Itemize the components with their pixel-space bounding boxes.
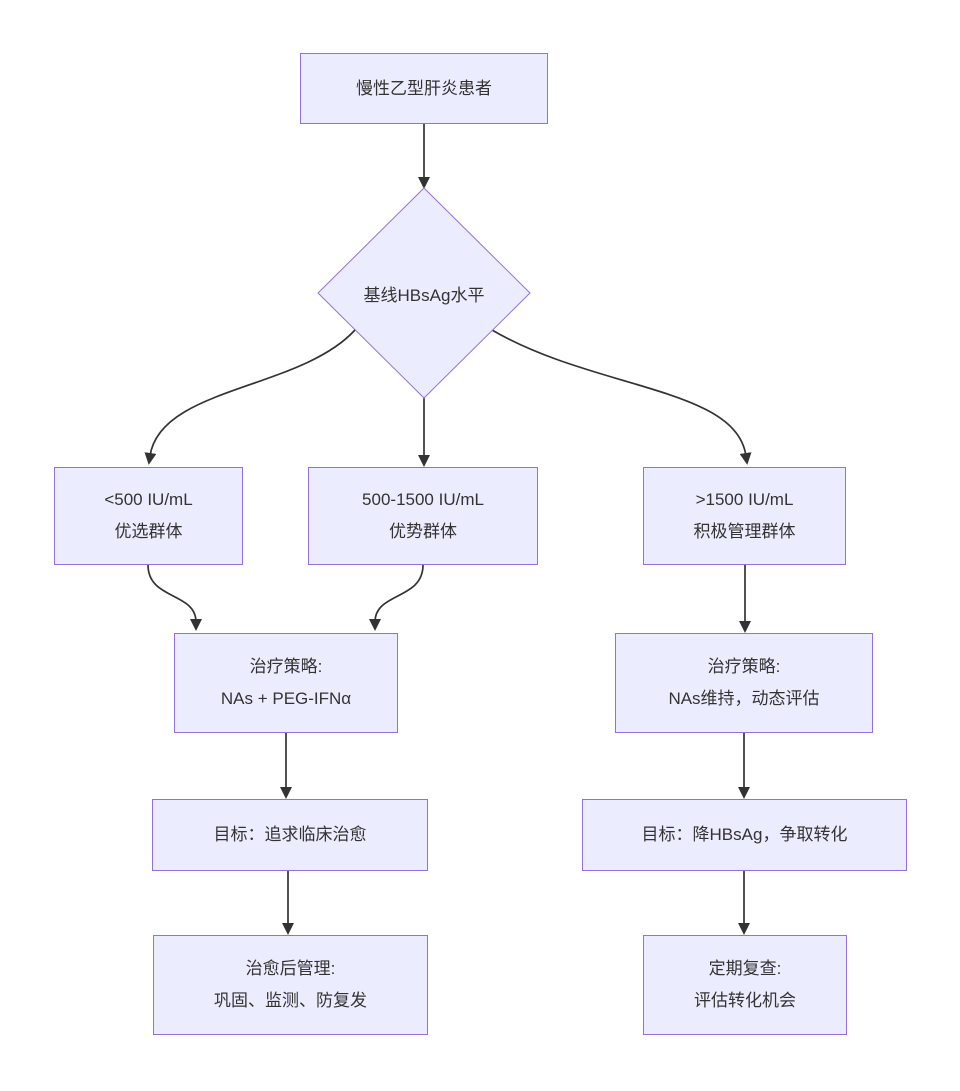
node-group-low-line2: 优选群体 xyxy=(114,522,183,541)
node-goal-cure: 目标：追求临床治愈 xyxy=(152,799,428,871)
node-post-cure: 治愈后管理: 巩固、监测、防复发 xyxy=(153,935,428,1035)
node-group-mid-line2: 优势群体 xyxy=(389,522,457,541)
node-strategy-combo: 治疗策略: NAs + PEG-IFNα xyxy=(174,633,398,733)
node-group-high-line2: 积极管理群体 xyxy=(693,522,796,541)
node-group-low: <500 IU/mL 优选群体 xyxy=(54,467,243,565)
node-decision-label: 基线HBsAg水平 xyxy=(363,285,485,305)
node-strategy-na: 治疗策略: NAs维持，动态评估 xyxy=(615,633,873,733)
node-strategy-combo-line1: 治疗策略: xyxy=(249,657,323,676)
node-start: 慢性乙型肝炎患者 xyxy=(300,53,548,124)
edge-mid-strategy xyxy=(369,564,424,631)
node-group-mid: 500-1500 IU/mL 优势群体 xyxy=(308,467,538,565)
edge-decision-high xyxy=(491,329,752,465)
node-group-high: >1500 IU/mL 积极管理群体 xyxy=(643,467,846,565)
node-strategy-na-line2: NAs维持，动态评估 xyxy=(668,689,820,708)
node-post-cure-line2: 巩固、监测、防复发 xyxy=(214,991,367,1010)
node-decision: 基线HBsAg水平 xyxy=(318,188,530,398)
node-strategy-na-line1: 治疗策略: xyxy=(707,657,781,676)
node-goal-cure-label: 目标：追求临床治愈 xyxy=(213,825,367,844)
node-post-cure-line1: 治愈后管理: xyxy=(245,959,336,978)
edge-low-strategy xyxy=(147,564,202,631)
node-goal-reduce: 目标：降HBsAg，争取转化 xyxy=(582,799,907,871)
node-review-line1: 定期复查: xyxy=(708,959,782,978)
node-group-mid-line1: 500-1500 IU/mL xyxy=(362,490,484,509)
node-start-label: 慢性乙型肝炎患者 xyxy=(356,78,492,98)
node-review-line2: 评估转化机会 xyxy=(694,991,796,1010)
node-review: 定期复查: 评估转化机会 xyxy=(643,935,847,1035)
node-goal-reduce-label: 目标：降HBsAg，争取转化 xyxy=(641,825,848,844)
node-group-high-line1: >1500 IU/mL xyxy=(695,490,794,509)
node-strategy-combo-line2: NAs + PEG-IFNα xyxy=(220,689,352,708)
node-group-low-line1: <500 IU/mL xyxy=(104,490,193,509)
